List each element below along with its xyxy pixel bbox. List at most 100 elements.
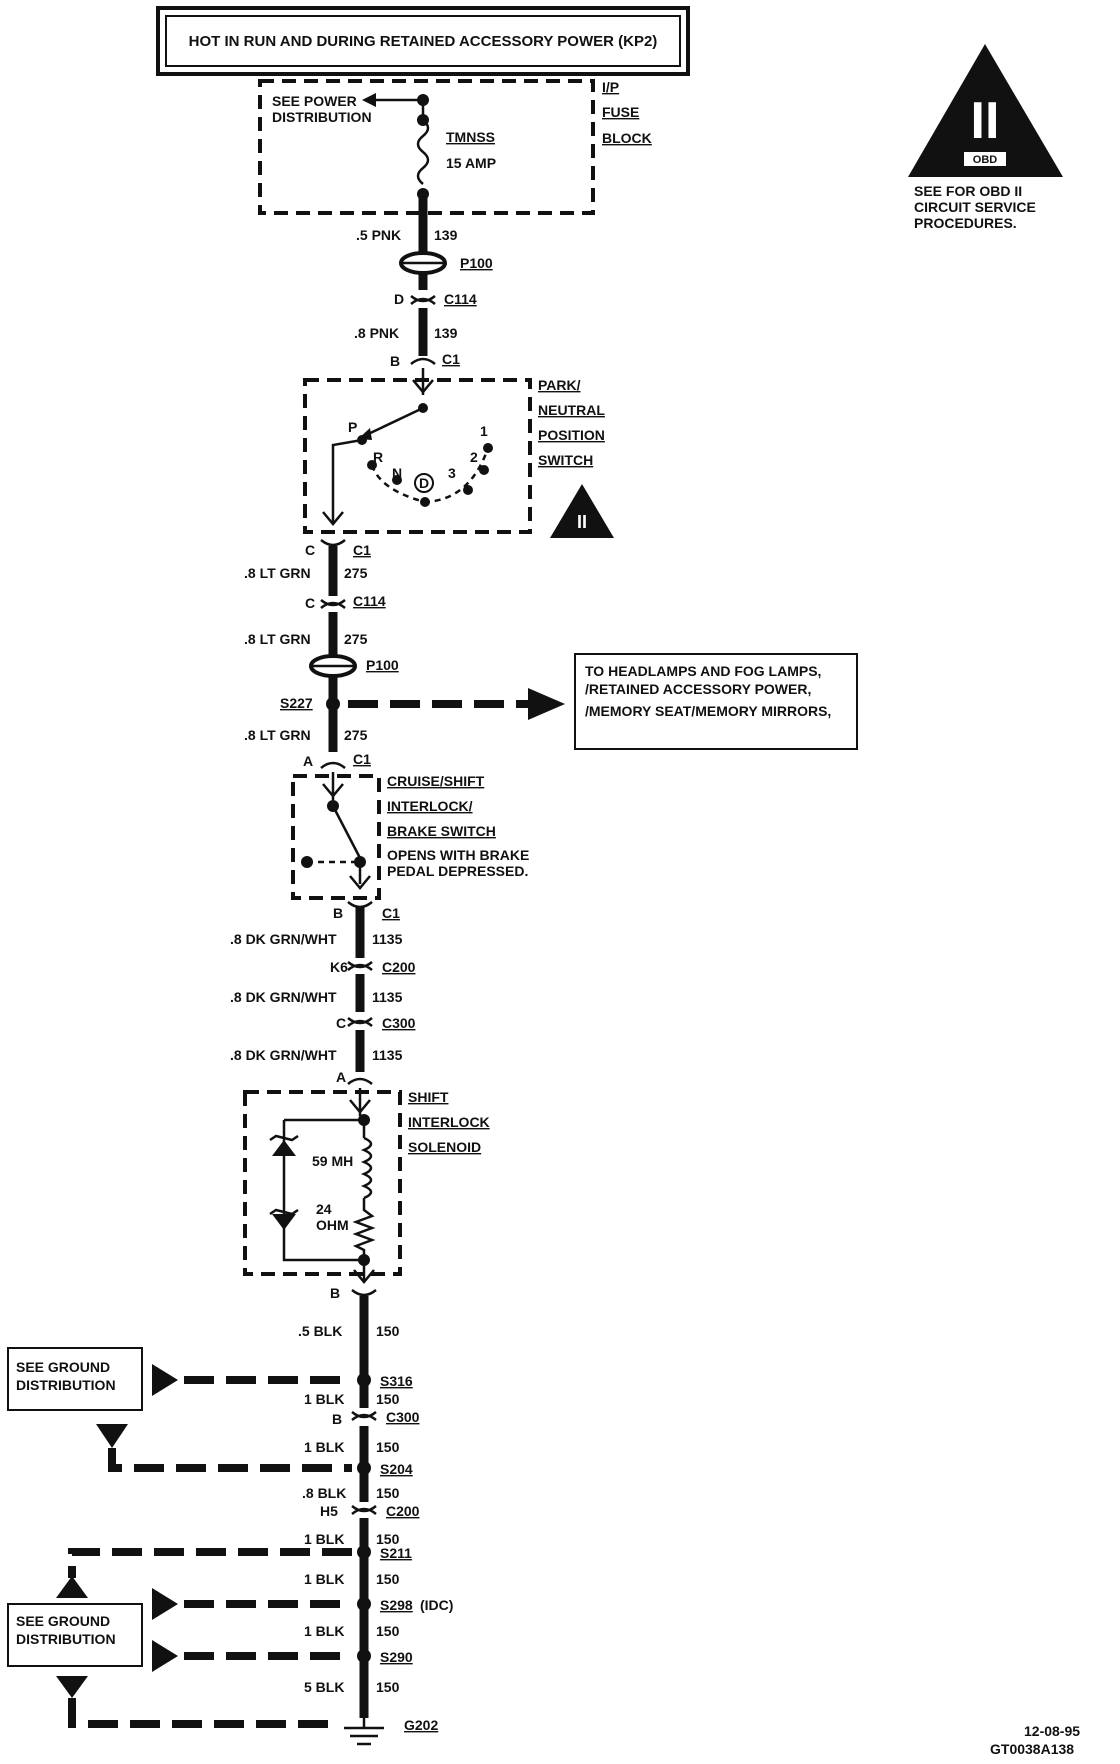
c1-pin-b-cruise: B bbox=[333, 905, 343, 921]
cruise-name-2: INTERLOCK/ bbox=[387, 798, 473, 814]
c200b-label: C200 bbox=[386, 1503, 420, 1519]
w3-size: .8 LT GRN bbox=[244, 565, 311, 581]
w12-size: .8 BLK bbox=[302, 1485, 346, 1501]
w11-circuit: 150 bbox=[376, 1439, 400, 1455]
c1-label-cruise: C1 bbox=[353, 751, 371, 767]
w7-size: .8 DK GRN/WHT bbox=[230, 989, 337, 1005]
c1-pin-a: A bbox=[303, 753, 313, 769]
headlamps-box bbox=[574, 653, 858, 750]
fuse-name: TMNSS bbox=[446, 129, 495, 145]
c300-label: C300 bbox=[382, 1015, 416, 1031]
obd-ii-note: II OBD SEE FOR OBD II CIRCUIT SERVICE PR… bbox=[908, 44, 1063, 231]
obd-symbol: II bbox=[971, 92, 1000, 150]
c200b-pin: H5 bbox=[320, 1503, 338, 1519]
gear-p: P bbox=[348, 419, 357, 435]
ground-dist-b-line-1: SEE GROUND bbox=[16, 1613, 110, 1629]
fuse-block-name-3: BLOCK bbox=[602, 130, 652, 146]
ground-dist-box-b bbox=[7, 1603, 143, 1667]
p100-label: P100 bbox=[460, 255, 493, 271]
gear-1: 1 bbox=[480, 423, 488, 439]
w8-size: .8 DK GRN/WHT bbox=[230, 1047, 337, 1063]
s204-label: S204 bbox=[380, 1461, 413, 1477]
pnp-name-3: POSITION bbox=[538, 427, 605, 443]
w10-size: 1 BLK bbox=[304, 1391, 344, 1407]
c114-pin: D bbox=[394, 291, 404, 307]
park-neutral-switch: P R N D 3 2 1 PARK/ NEUTRAL POSITION SWI… bbox=[303, 368, 614, 538]
c1-pin-b: B bbox=[390, 353, 400, 369]
s227-arrow-icon bbox=[528, 688, 565, 720]
gear-n: N bbox=[392, 465, 402, 481]
w1-size: .5 PNK bbox=[356, 227, 401, 243]
c114-pin-c: C bbox=[305, 595, 315, 611]
ground-symbol-icon bbox=[344, 1718, 384, 1746]
c300b-label: C300 bbox=[386, 1409, 420, 1425]
power-arrow-icon bbox=[362, 93, 376, 107]
pnp-name-4: SWITCH bbox=[538, 452, 593, 468]
solenoid-name-2: INTERLOCK bbox=[408, 1114, 490, 1130]
see-power-line-1: SEE POWER bbox=[272, 93, 357, 109]
w3-circuit: 275 bbox=[344, 565, 368, 581]
ground-arrow-s298-icon bbox=[152, 1588, 178, 1620]
w2-size: .8 PNK bbox=[354, 325, 399, 341]
sol-pin-a: A bbox=[336, 1069, 346, 1085]
cruise-name-3: BRAKE SWITCH bbox=[387, 823, 496, 839]
cruise-note-2: PEDAL DEPRESSED. bbox=[387, 863, 528, 879]
ground-arrow-s204-icon bbox=[96, 1424, 128, 1448]
s316-label: S316 bbox=[380, 1373, 413, 1389]
c300b-pin: B bbox=[332, 1411, 342, 1427]
header-title: HOT IN RUN AND DURING RETAINED ACCESSORY… bbox=[189, 33, 658, 50]
w10-circuit: 150 bbox=[376, 1391, 400, 1407]
gear-3: 3 bbox=[448, 465, 456, 481]
c1-label-cruise-b: C1 bbox=[382, 905, 400, 921]
w1-circuit: 139 bbox=[434, 227, 458, 243]
cruise-name-1: CRUISE/SHIFT bbox=[387, 773, 485, 789]
w6-size: .8 DK GRN/WHT bbox=[230, 931, 337, 947]
sol-pin-b: B bbox=[330, 1285, 340, 1301]
c114-connector bbox=[410, 295, 436, 305]
p100-grommet bbox=[399, 251, 447, 275]
w5-size: .8 LT GRN bbox=[244, 727, 311, 743]
obd-note-line-3: PROCEDURES. bbox=[914, 215, 1017, 231]
w7-circuit: 1135 bbox=[372, 989, 403, 1005]
ground-dist-box-a bbox=[7, 1347, 143, 1411]
ground-arrow-s211-icon bbox=[56, 1576, 88, 1598]
c1-label-top: C1 bbox=[442, 351, 460, 367]
gear-r: R bbox=[373, 449, 383, 465]
fuse-icon bbox=[416, 119, 430, 185]
headlamps-line-2: /RETAINED ACCESSORY POWER, bbox=[585, 681, 811, 697]
ground-arrow-s290-icon bbox=[152, 1640, 178, 1672]
header-box: HOT IN RUN AND DURING RETAINED ACCESSORY… bbox=[156, 6, 690, 76]
solenoid-name-1: SHIFT bbox=[408, 1089, 449, 1105]
gear-d: D bbox=[419, 475, 429, 491]
ground-arrow-g202-icon bbox=[56, 1676, 88, 1698]
ground-dist-b-line-2: DISTRIBUTION bbox=[16, 1631, 116, 1647]
fuse-block-name-1: I/P bbox=[602, 79, 619, 95]
w6-circuit: 1135 bbox=[372, 931, 403, 947]
fuse-block-name-2: FUSE bbox=[602, 104, 639, 120]
obd-badge: OBD bbox=[973, 154, 998, 166]
c200-pin: K6 bbox=[330, 959, 348, 975]
gear-2: 2 bbox=[470, 449, 478, 465]
p100-grommet-2 bbox=[309, 654, 357, 678]
switch-wiper bbox=[363, 406, 424, 438]
pnp-obd-icon bbox=[550, 484, 614, 538]
cruise-note-1: OPENS WITH BRAKE bbox=[387, 847, 529, 863]
w9-size: .5 BLK bbox=[298, 1323, 342, 1339]
w16-circuit: 150 bbox=[376, 1679, 400, 1695]
w2-circuit: 139 bbox=[434, 325, 458, 341]
pnp-obd-symbol: II bbox=[577, 512, 587, 532]
s298-note: (IDC) bbox=[420, 1597, 453, 1613]
w11-size: 1 BLK bbox=[304, 1439, 344, 1455]
ground-dist-a-line-2: DISTRIBUTION bbox=[16, 1377, 116, 1393]
s298-label: S298 bbox=[380, 1597, 413, 1613]
res-label-b: OHM bbox=[316, 1217, 349, 1233]
obd-warning-icon bbox=[908, 44, 1063, 177]
g202-label: G202 bbox=[404, 1717, 438, 1733]
obd-note-line-2: CIRCUIT SERVICE bbox=[914, 199, 1036, 215]
solenoid-name-3: SOLENOID bbox=[408, 1139, 481, 1155]
w13-circuit: 150 bbox=[376, 1531, 400, 1547]
pnp-name-1: PARK/ bbox=[538, 377, 581, 393]
c1-label-pnp: C1 bbox=[353, 542, 371, 558]
w4-size: .8 LT GRN bbox=[244, 631, 311, 647]
